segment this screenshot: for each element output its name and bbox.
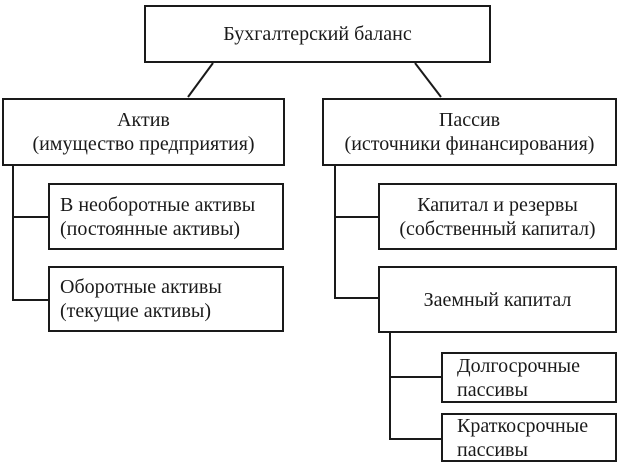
node-current-assets-label: Оборотные активы [60, 276, 222, 298]
node-capital-reserves: Капитал и резервы (собственный капитал) [378, 183, 617, 250]
node-longterm-liabilities-sublabel: пассивы [457, 378, 528, 401]
node-capital-reserves-sublabel: (собственный капитал) [399, 217, 596, 240]
node-current-assets-sublabel: (текущие активы) [60, 300, 212, 322]
node-capital-reserves-label: Капитал и резервы [417, 193, 578, 216]
connector-balance-liabilities [414, 62, 442, 98]
node-current-assets: Оборотные активы (текущие активы) [48, 266, 284, 332]
node-longterm-liabilities-label: Долгосрочные [457, 354, 580, 377]
node-shortterm-liabilities-sublabel: пассивы [457, 438, 528, 461]
node-shortterm-liabilities-label: Краткосрочные [457, 414, 589, 437]
node-longterm-liabilities: Долгосрочные пассивы [441, 352, 617, 403]
connector-balance-assets [187, 62, 214, 98]
node-balance-sheet-label: Бухгалтерский баланс [223, 23, 412, 45]
node-assets: Актив (имущество предприятия) [2, 98, 285, 166]
node-balance-sheet: Бухгалтерский баланс [144, 5, 491, 63]
node-liabilities-sublabel: (источники финансирования) [344, 133, 595, 155]
node-noncurrent-assets-sublabel: (постоянные активы) [60, 217, 241, 240]
node-liabilities-label: Пассив [438, 109, 501, 131]
node-borrowed-capital: Заемный капитал [378, 266, 617, 333]
node-noncurrent-assets: В необоротные активы (постоянные активы) [48, 183, 284, 250]
node-assets-sublabel: (имущество предприятия) [32, 133, 255, 155]
node-assets-label: Актив [117, 109, 170, 131]
node-noncurrent-assets-label: В необоротные активы [60, 193, 256, 216]
node-liabilities: Пассив (источники финансирования) [322, 98, 617, 166]
node-shortterm-liabilities: Краткосрочные пассивы [441, 413, 617, 462]
node-borrowed-capital-label: Заемный капитал [423, 288, 572, 311]
